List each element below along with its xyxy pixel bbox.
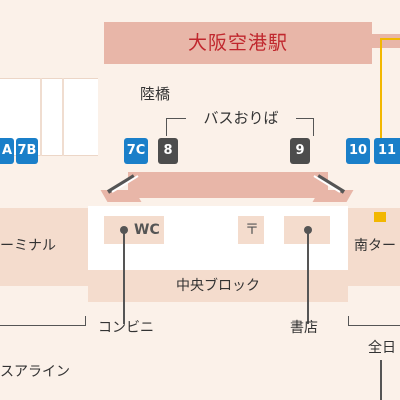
airline-right-label: 全日 (368, 340, 396, 356)
pedestrian-deck (128, 172, 328, 198)
highlight-line (380, 38, 382, 146)
bus-area-label: バスおりば (186, 110, 296, 126)
bus-stop-11[interactable]: 11 (374, 138, 400, 164)
bookstore-label: 書店 (290, 320, 318, 336)
convenience-label: コンビニ (98, 320, 154, 336)
airline-right-leader (380, 360, 382, 400)
bus-stop-7c[interactable]: 7C (124, 138, 148, 164)
right-terminal-bracket (348, 316, 400, 326)
bus-stop-9[interactable]: 9 (290, 138, 310, 164)
escalator-right-icon (313, 174, 346, 194)
left-terminal-bracket (0, 316, 86, 326)
bus-stop-7b[interactable]: 7B (16, 138, 38, 164)
post-office (238, 216, 264, 244)
left-terminal-label: ーミナル (0, 238, 56, 254)
wc-label: WC (134, 222, 160, 238)
left-terminal-block (0, 208, 88, 286)
station-building (104, 22, 372, 64)
right-terminal-label: 南ター (354, 238, 396, 254)
convenience-leader (123, 230, 125, 324)
post-office-icon: 〒 (245, 222, 259, 238)
central-block-label: 中央ブロック (176, 278, 260, 294)
escalator-left-icon (106, 174, 139, 194)
station-connector (370, 34, 400, 48)
right-terminal-marker (374, 212, 386, 222)
station-name: 大阪空港駅 (187, 32, 288, 54)
bus-stop-a[interactable]: A (0, 138, 14, 164)
building-stripe (62, 78, 64, 156)
bus-stop-10[interactable]: 10 (346, 138, 370, 164)
bridge-label: 陸橋 (140, 85, 171, 103)
central-block-band (88, 270, 348, 302)
airline-left-label: スアライン (0, 364, 70, 380)
wc-facility (104, 216, 164, 244)
building-stripe (40, 78, 42, 156)
bookstore-leader (307, 230, 309, 324)
highlight-line (380, 38, 400, 40)
bus-stop-8[interactable]: 8 (158, 138, 178, 164)
left-building (0, 78, 98, 156)
